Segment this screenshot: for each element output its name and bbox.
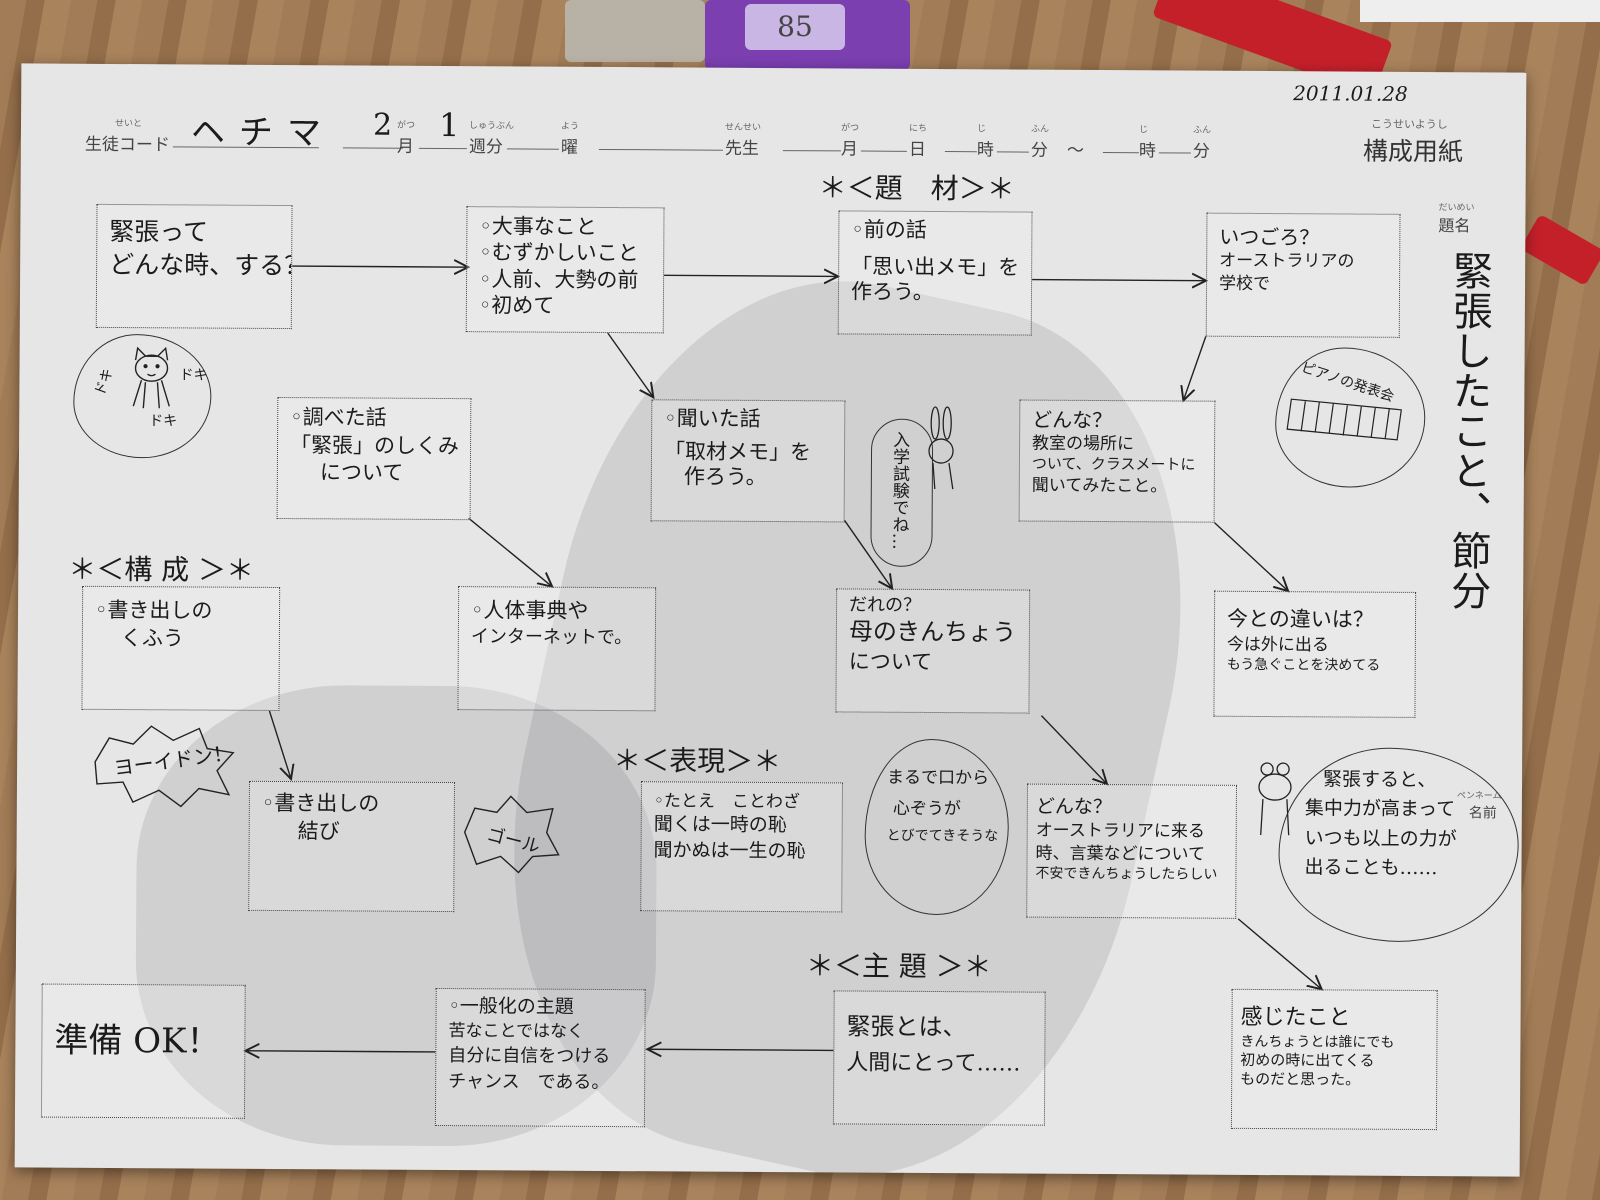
cat-face-icon <box>132 346 170 409</box>
focus-text: 緊張すると、集中力が高まっていつも以上の力が出ることも…… <box>1304 768 1457 880</box>
pen-name-label: ペンネーム 名前 <box>1456 791 1502 822</box>
yoidon-burst <box>94 725 235 808</box>
box-expression: ◦たとえ ことわざ聞くは一時の恥聞かぬは一生の恥 <box>640 781 844 913</box>
doki-right: ドキ <box>179 367 208 384</box>
box-when: いつごろ？オーストラリアの学校で <box>1205 212 1401 338</box>
box-whose: だれの？母のきんちょうについて <box>835 588 1031 714</box>
purple-label: 85 <box>745 4 845 50</box>
box-question: 緊張ってどんな時、する？ <box>95 203 293 330</box>
box-research: ◦調べた話「緊張」のしくみについて <box>276 396 472 521</box>
box-general-theme: ◦一般化の主題苦なことではなく自分に自信をつけるチャンス である。 <box>434 987 646 1128</box>
composition-sheet: 2011.01.28 せいと 生徒コード ヘチマ 2 がつ月 1 しゅうぶん週分… <box>14 63 1527 1177</box>
box-what-australia: どんな？オーストラリアに来る時、言葉などについて不安できんちょうしたらしい <box>1026 783 1238 919</box>
heart-text: まるで口から心ぞうがとびでてきそうな <box>886 767 999 845</box>
goal-burst <box>463 795 560 874</box>
box-previous-story: ◦前の話「思い出メモ」を作ろう。 <box>837 210 1033 336</box>
frog-icon <box>1258 762 1292 836</box>
scissors <box>565 0 705 62</box>
box-heard-story: ◦聞いた話「取材メモ」を作ろう。 <box>650 399 846 523</box>
box-source: ◦人体事典やインターネットで。 <box>457 586 657 712</box>
piano-keys-icon <box>1286 398 1402 441</box>
exam-text: 入学試験でね… <box>888 430 910 550</box>
box-opening: ◦書き出しのくふう <box>81 585 281 712</box>
flow-arrows <box>15 63 1527 1176</box>
rabbit-icon <box>928 406 954 490</box>
box-difference: 今との違いは？今は外に出るもう急ぐことを決めてる <box>1213 590 1417 718</box>
box-what-school: どんな？教室の場所について、クラスメートに聞いてみたこと。 <box>1018 399 1216 523</box>
box-situations: ◦大事なこと◦むずかしいこと◦人前、大勢の前◦初めて <box>465 206 665 334</box>
doki-bottom: ドキ <box>149 413 178 430</box>
box-closing: ◦書き出しの結び <box>248 780 456 913</box>
box-ready: 準備 OK！ <box>40 983 246 1119</box>
white-paper-corner <box>1360 0 1600 22</box>
box-tension-is: 緊張とは、人間にとって…… <box>832 990 1046 1126</box>
box-felt: 感じたこときんちょうとは誰にでも初めの時に出てくるものだと思った。 <box>1230 988 1438 1131</box>
